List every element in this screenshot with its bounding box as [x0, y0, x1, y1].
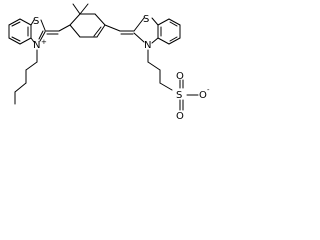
- double-bond: [38, 30, 44, 40]
- bond: [8, 18, 21, 26]
- double-bond: [11, 36, 21, 42]
- double-bond: [169, 21, 178, 27]
- bond: [39, 31, 46, 42]
- double-bond: [93, 26, 102, 37]
- bond: [58, 24, 71, 32]
- bond: [159, 82, 173, 91]
- bond: [69, 24, 81, 38]
- sulfur-atom-right: S: [143, 14, 149, 25]
- nitrogen-atom-left: N: [33, 40, 40, 51]
- bond: [14, 82, 27, 93]
- sulfonate-oxygen-bottom: O: [176, 111, 184, 122]
- bond: [30, 37, 35, 43]
- bond: [40, 19, 46, 31]
- bond: [19, 37, 32, 45]
- double-bond: [169, 36, 178, 42]
- bond: [168, 18, 181, 26]
- bond: [133, 17, 145, 32]
- bond: [30, 19, 35, 26]
- bond: [157, 18, 170, 26]
- bond: [94, 13, 106, 26]
- bond: [96, 24, 106, 38]
- bond: [151, 37, 159, 44]
- sulfonate-sulfur: S: [176, 90, 182, 101]
- bond: [151, 17, 159, 26]
- nitrogen-atom-right: N: [144, 40, 151, 51]
- bond: [19, 18, 32, 26]
- bond: [147, 61, 161, 71]
- chemical-structure: S N +: [8, 3, 210, 122]
- bond: [157, 37, 170, 45]
- dimethylcyclohexene-ring: [58, 3, 135, 38]
- bond: [8, 37, 21, 45]
- double-bond: [11, 21, 21, 27]
- sulfur-atom-left: S: [33, 16, 39, 27]
- bond: [168, 37, 181, 45]
- right-benzothiazoline: S N: [133, 14, 181, 51]
- methyl-bond: [79, 3, 89, 15]
- nitrogen-charge-left: +: [41, 38, 47, 46]
- bond: [25, 61, 38, 71]
- sulfonate-oxygen-charge: -: [207, 86, 210, 94]
- bond: [69, 13, 81, 26]
- methyl-bond: [72, 3, 81, 15]
- left-benzothiazolium: S N +: [8, 16, 60, 51]
- sulfonate-oxygen-right: O: [199, 90, 207, 101]
- bond: [104, 24, 121, 32]
- pentyl-chain: [14, 49, 38, 105]
- sulfonate-oxygen-top: O: [176, 71, 184, 82]
- bond: [133, 32, 145, 43]
- propylsulfonate-chain: S O O - O: [147, 49, 210, 122]
